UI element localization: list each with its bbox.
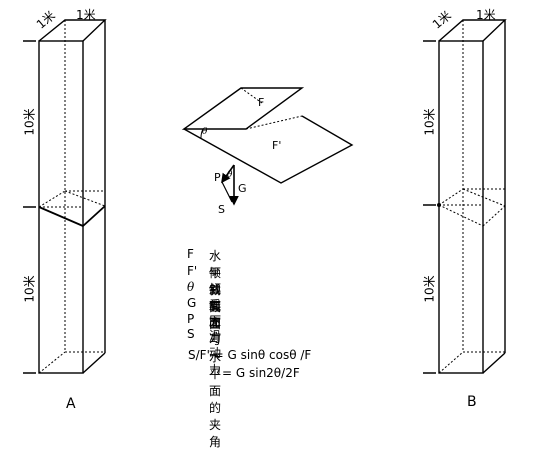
- column-a-width-label: 1米: [76, 8, 96, 22]
- column-b-width-label: 1米: [476, 8, 496, 22]
- legend-text: 水平截面: [209, 249, 222, 314]
- legend-text: 滑动力: [209, 329, 222, 377]
- force-p-label: P: [214, 171, 221, 184]
- center-planes: [181, 87, 354, 184]
- legend-key: P: [187, 312, 195, 326]
- column-b-lower-height-label: 10米: [422, 275, 437, 303]
- legend-key: G: [187, 296, 197, 310]
- formula-line-2: = G sin2θ/2F: [222, 366, 300, 380]
- column-b-upper-height-label: 10米: [422, 108, 437, 136]
- legend-text: 倾斜截面: [209, 266, 222, 331]
- triangle-angle-label: θ: [227, 170, 233, 180]
- legend-text: 重力: [209, 298, 222, 329]
- column-a-lower-height-label: 10米: [22, 275, 37, 303]
- column-a-dimension-ticks: [23, 40, 36, 374]
- column-a-upper-height-label: 10米: [22, 108, 37, 136]
- legend-key: S: [187, 327, 195, 341]
- legend-key: θ: [187, 280, 195, 294]
- plane-f-label: F: [258, 96, 265, 109]
- legend-text: 压力: [209, 314, 222, 345]
- column-a-label: A: [66, 396, 76, 412]
- column-b: [438, 19, 507, 374]
- legend-key: F: [187, 247, 194, 261]
- force-g-label: G: [238, 182, 247, 195]
- column-b-dimension-ticks: [423, 40, 436, 374]
- plane-angle-label: θ: [202, 127, 208, 137]
- column-b-point: [437, 203, 441, 207]
- column-a: [38, 19, 107, 374]
- diagram-canvas: [23, 19, 507, 374]
- legend-key: F': [187, 264, 198, 278]
- plane-fprime-label: F': [272, 139, 282, 152]
- force-s-label: S: [218, 203, 225, 216]
- column-b-label: B: [467, 394, 477, 410]
- formula-line-1: S/F' = G sinθ cosθ /F: [188, 348, 312, 362]
- force-triangle: [221, 164, 239, 206]
